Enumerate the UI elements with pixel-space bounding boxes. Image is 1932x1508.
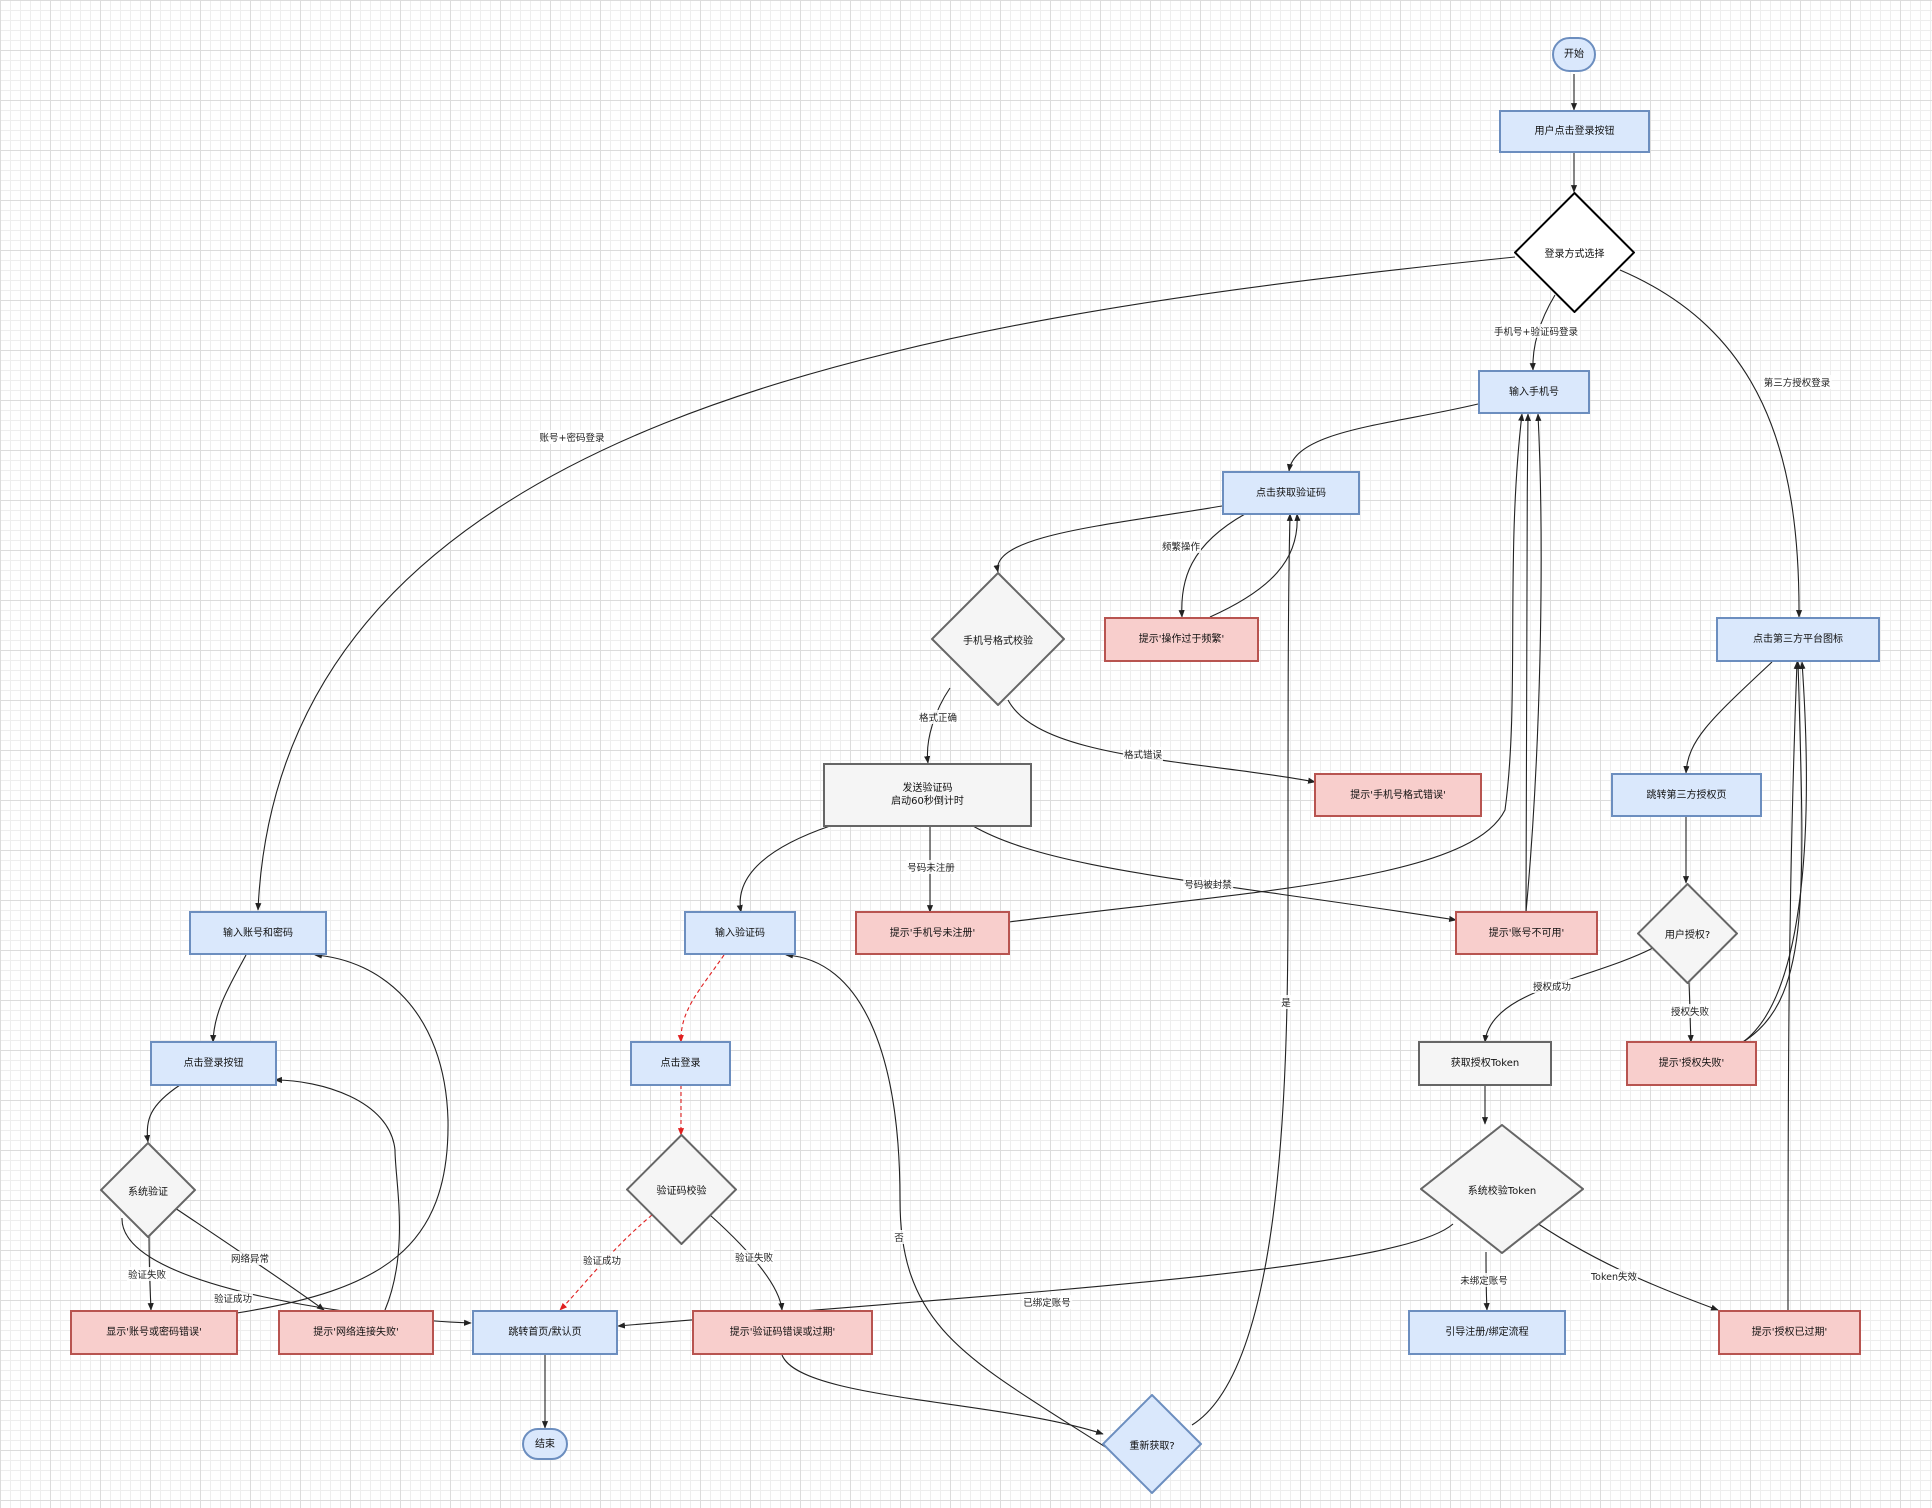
- edge-label-code-fail: 验证失败: [733, 1250, 775, 1264]
- click-login-button-node[interactable]: 点击登录按钮: [150, 1041, 277, 1086]
- edge-account-to-clicklogin: [210, 954, 247, 1043]
- edge-choice-to-third: [1619, 269, 1803, 618]
- edge-userauth-to-token: [1482, 947, 1654, 1043]
- edge-network-to-clicklogin: [274, 1076, 401, 1311]
- edge-label-auth-fail: 授权失败: [1669, 1004, 1711, 1018]
- guide-bind-node[interactable]: 引导注册/绑定流程: [1408, 1310, 1566, 1355]
- tip-frequent-node[interactable]: 提示'操作过于频繁': [1104, 617, 1259, 662]
- click-login-code-node[interactable]: 点击登录: [630, 1041, 731, 1086]
- edge-unavailable-to-phone: [1524, 413, 1532, 913]
- tip-unavailable-node[interactable]: 提示'账号不可用': [1455, 911, 1598, 955]
- edge-refetch-to-getcode: [1191, 513, 1293, 1426]
- code-verify-decision[interactable]: 验证码校验: [626, 1134, 737, 1245]
- edge-label-no: 否: [893, 1230, 905, 1244]
- edge-send-to-inputcode: [736, 825, 831, 913]
- edge-label-format-error: 格式错误: [1122, 747, 1164, 761]
- edge-label-verify-ok: 验证成功: [212, 1291, 254, 1305]
- sys-token-decision[interactable]: 系统校验Token: [1420, 1124, 1584, 1254]
- edge-getcode-to-frequent: [1178, 513, 1246, 618]
- tip-phone-format-node[interactable]: 提示'手机号格式错误': [1314, 773, 1482, 817]
- tip-unregistered-node[interactable]: 提示'手机号未注册': [855, 911, 1010, 955]
- end-node[interactable]: 结束: [522, 1428, 568, 1460]
- user-auth-label: 用户授权?: [1664, 930, 1711, 941]
- edge-codeverify-to-codeerror: [709, 1214, 785, 1311]
- input-phone-node[interactable]: 输入手机号: [1478, 370, 1590, 414]
- edge-label-verify-fail: 验证失败: [126, 1267, 168, 1281]
- click-login-node[interactable]: 用户点击登录按钮: [1499, 110, 1650, 153]
- edge-label-auth-ok: 授权成功: [1531, 979, 1573, 993]
- edge-label-unbound: 未绑定账号: [1459, 1273, 1509, 1287]
- edge-third-to-jump: [1683, 661, 1773, 774]
- sys-verify-label: 系统验证: [128, 1186, 168, 1198]
- login-choice-label: 登录方式选择: [1544, 249, 1605, 260]
- edge-label-bound: 已绑定账号: [1022, 1295, 1072, 1309]
- home-node[interactable]: 跳转首页/默认页: [472, 1310, 618, 1355]
- tip-network-node[interactable]: 提示'网络连接失败': [278, 1310, 434, 1355]
- jump-third-node[interactable]: 跳转第三方授权页: [1611, 773, 1762, 817]
- refetch-decision[interactable]: 重新获取?: [1102, 1394, 1202, 1494]
- edge-codeerror-to-refetch: [781, 1354, 1104, 1435]
- input-code-node[interactable]: 输入验证码: [684, 911, 796, 955]
- edge-getcode-to-phonecheck: [993, 505, 1223, 573]
- edge-clicklogin-to-sysverify: [144, 1084, 181, 1143]
- edge-unreg-to-phone: [1008, 413, 1525, 923]
- edge-codeverify-to-home: [559, 1214, 653, 1311]
- phone-check-label: 手机号格式校验: [963, 635, 1033, 647]
- login-choice-decision[interactable]: 登录方式选择: [1514, 192, 1635, 313]
- get-token-node[interactable]: 获取授权Token: [1418, 1041, 1552, 1086]
- third-icon-node[interactable]: 点击第三方平台图标: [1716, 617, 1880, 662]
- edge-label-banned: 号码被封禁: [1183, 877, 1233, 891]
- edge-authfail-to-third-2: [1742, 661, 1807, 1043]
- tip-code-error-node[interactable]: 提示'验证码错误或过期': [692, 1310, 873, 1355]
- edge-authfail-to-third: [1742, 661, 1803, 1043]
- input-account-node[interactable]: 输入账号和密码: [189, 911, 327, 955]
- start-node[interactable]: 开始: [1552, 37, 1596, 72]
- tip-expired-node[interactable]: 提示'授权已过期': [1718, 1310, 1861, 1355]
- edge-send-to-unavailable: [972, 825, 1457, 922]
- edge-label-account-pwd: 账号+密码登录: [538, 430, 606, 444]
- edge-label-format-ok: 格式正确: [917, 710, 959, 724]
- edge-label-third-party: 第三方授权登录: [1762, 375, 1832, 389]
- edge-choice-to-account: [255, 256, 1516, 911]
- edge-phonecheck-to-send: [924, 687, 951, 764]
- phone-check-decision[interactable]: 手机号格式校验: [931, 572, 1065, 706]
- tip-pwd-error-node[interactable]: 显示'账号或密码错误': [70, 1310, 238, 1355]
- sys-token-label: 系统校验Token: [1467, 1185, 1537, 1197]
- edge-frequent-to-getcode: [1209, 513, 1301, 618]
- edge-label-network-error: 网络异常: [229, 1251, 271, 1265]
- edge-phonecheck-to-formaterr: [1007, 699, 1316, 784]
- send-code-node[interactable]: 发送验证码 启动60秒倒计时: [823, 763, 1032, 827]
- edge-expired-to-third: [1787, 661, 1800, 1311]
- edge-refetch-to-inputcode: [785, 952, 1111, 1451]
- edge-phone-to-getcode: [1286, 403, 1479, 472]
- edge-inputcode-to-clicklogin: [677, 954, 725, 1043]
- user-auth-decision[interactable]: 用户授权?: [1637, 883, 1738, 984]
- tip-auth-fail-node[interactable]: 提示'授权失败': [1626, 1041, 1757, 1086]
- get-code-node[interactable]: 点击获取验证码: [1222, 471, 1360, 515]
- sys-verify-decision[interactable]: 系统验证: [100, 1142, 196, 1238]
- edge-label-token-invalid: Token失效: [1589, 1269, 1639, 1283]
- edge-label-unregistered: 号码未注册: [906, 860, 956, 874]
- edge-unavailable-to-phone-2: [1525, 413, 1542, 913]
- refetch-label: 重新获取?: [1129, 1440, 1175, 1452]
- edge-label-phone-code: 手机号+验证码登录: [1493, 324, 1579, 338]
- code-verify-label: 验证码校验: [656, 1186, 707, 1197]
- edge-label-frequent: 频繁操作: [1160, 539, 1202, 553]
- edge-label-yes: 是: [1280, 995, 1292, 1009]
- edge-pwderror-to-account: [236, 952, 449, 1314]
- edge-label-code-ok: 验证成功: [581, 1253, 623, 1267]
